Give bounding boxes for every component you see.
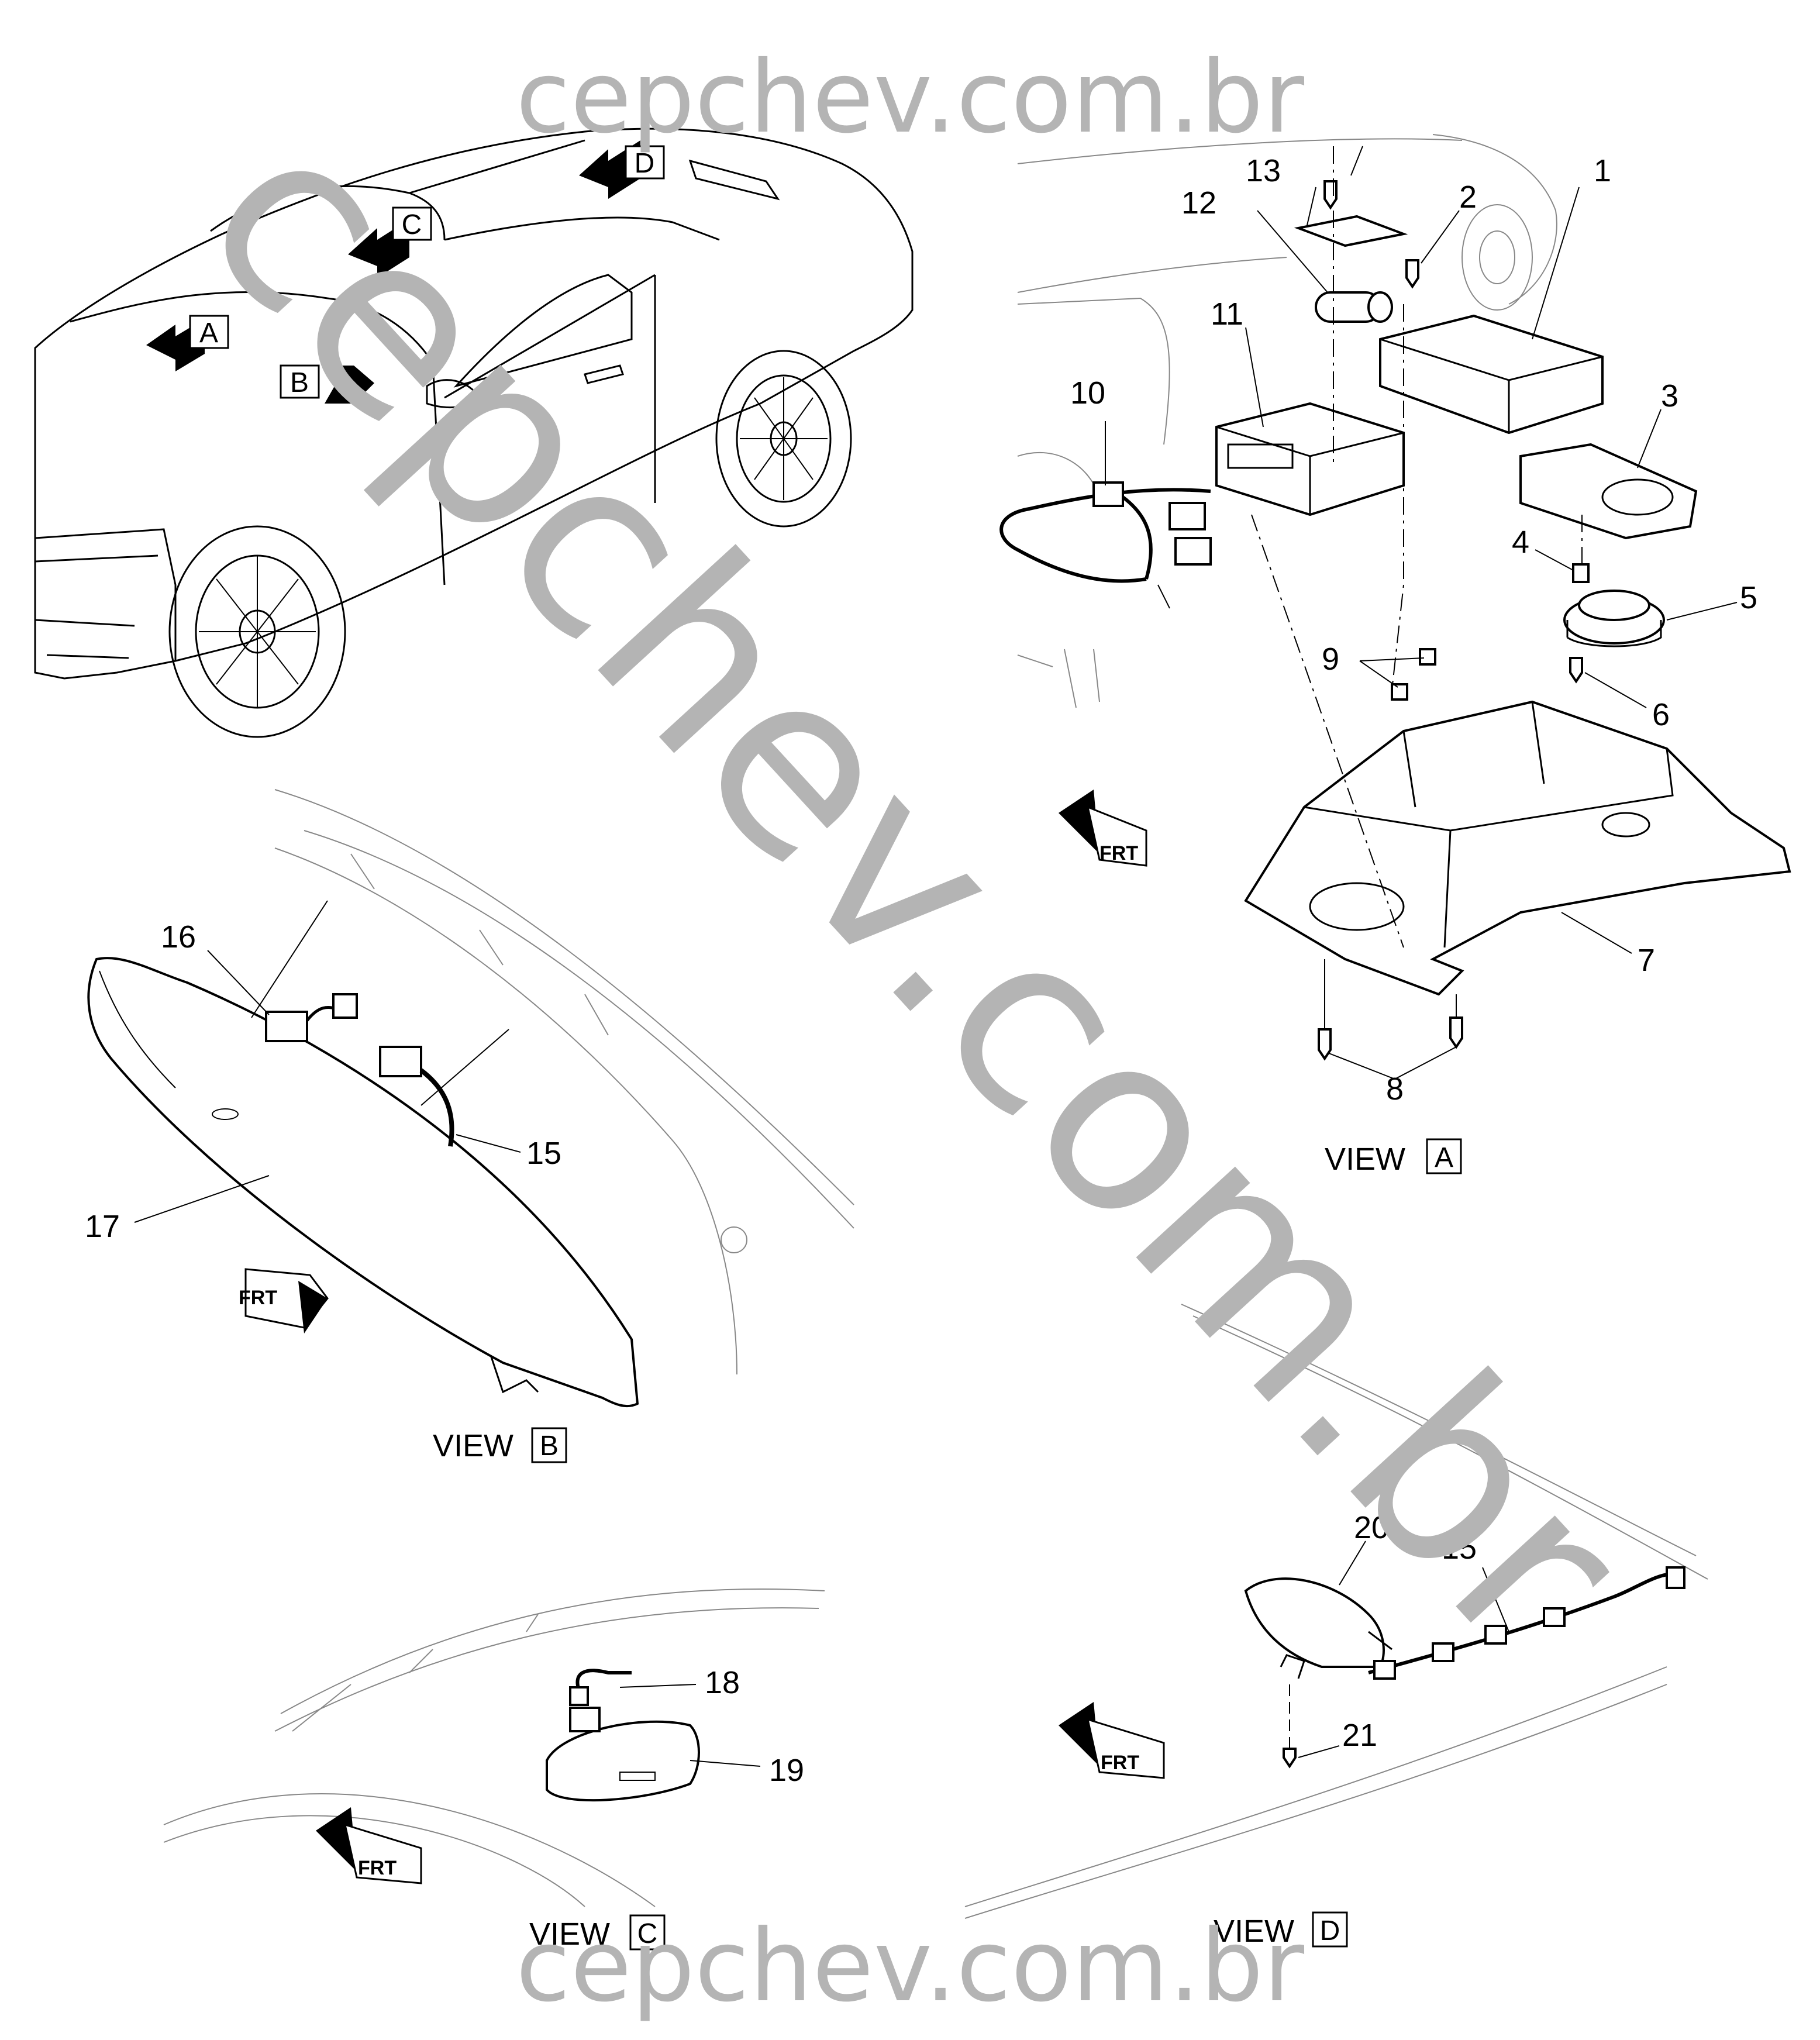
view-d-diagram: FRT 20 15 21 VIEW D — [964, 1304, 1708, 1949]
arrow-c-letter: C — [402, 209, 422, 240]
part-21-screw — [1283, 1748, 1297, 1769]
svg-text:C: C — [637, 1918, 658, 1949]
callout-16: 16 — [161, 919, 196, 954]
callout-15-view-b: 15 — [526, 1136, 561, 1171]
callout-19: 19 — [769, 1753, 804, 1788]
part-18-wire — [569, 1669, 632, 1706]
view-arrow-a: A — [146, 315, 229, 371]
callout-3: 3 — [1661, 378, 1678, 413]
part-10-harness — [999, 481, 1212, 583]
front-wheel — [168, 525, 346, 738]
callout-2: 2 — [1459, 180, 1477, 215]
frt-label-d: FRT — [1101, 1752, 1139, 1774]
frt-label-c: FRT — [358, 1857, 397, 1879]
view-c-diagram: FRT 18 19 VIEW C — [163, 1588, 825, 1952]
frt-label-a: FRT — [1099, 842, 1138, 864]
part-8-screw-b — [1449, 1016, 1463, 1049]
part-2-screw — [1405, 259, 1419, 289]
callout-21: 21 — [1342, 1718, 1377, 1753]
part-5-speaker — [1563, 590, 1665, 647]
callout-13: 13 — [1246, 153, 1281, 188]
callout-7: 7 — [1638, 943, 1655, 978]
frt-label-b: FRT — [239, 1287, 277, 1309]
top-screw — [1323, 180, 1338, 210]
svg-text:A: A — [1435, 1142, 1453, 1173]
view-b-label: VIEW B — [433, 1427, 567, 1463]
view-c-label: VIEW C — [529, 1914, 666, 1952]
callout-10: 10 — [1070, 375, 1105, 411]
view-arrow-b: B — [280, 364, 374, 404]
part-17-trim-panel — [87, 957, 639, 1408]
callout-6: 6 — [1652, 697, 1670, 732]
part-9-clip-b — [1419, 648, 1436, 666]
svg-text:D: D — [1320, 1915, 1340, 1946]
view-a-diagram: FRT 1 2 3 4 5 6 7 8 9 10 11 12 13 VIEW A — [999, 134, 1791, 1177]
part-3-bracket — [1519, 443, 1698, 540]
part-1-tray — [1379, 314, 1604, 435]
arrow-a-letter: A — [199, 318, 218, 349]
svg-text:VIEW: VIEW — [529, 1917, 610, 1952]
part-7-console — [1244, 700, 1791, 996]
arrow-b-letter: B — [290, 367, 309, 398]
part-9-clip-a — [1391, 683, 1408, 701]
part-11-module — [1215, 402, 1405, 516]
part-6-screw — [1569, 657, 1583, 684]
part-8-screw-a — [1318, 1028, 1332, 1061]
callout-8: 8 — [1386, 1071, 1404, 1107]
frt-indicator-b: FRT — [239, 1268, 329, 1333]
rear-wheel — [715, 350, 852, 528]
part-20-antenna-fin — [1244, 1577, 1392, 1679]
car-overview: A B C D — [34, 128, 914, 738]
view-arrow-c: C — [348, 206, 432, 278]
callout-20: 20 — [1354, 1510, 1389, 1545]
callout-15-view-d: 15 — [1442, 1531, 1477, 1566]
callout-18: 18 — [705, 1665, 740, 1700]
part-19-mirror — [546, 1707, 700, 1802]
svg-text:B: B — [540, 1431, 559, 1462]
view-a-label: VIEW A — [1325, 1138, 1462, 1177]
svg-text:VIEW: VIEW — [1214, 1914, 1294, 1949]
callout-5: 5 — [1740, 580, 1757, 615]
part-15-harness-d — [1368, 1566, 1685, 1680]
callout-1: 1 — [1594, 153, 1611, 188]
part-16-connector — [265, 993, 358, 1042]
view-d-label: VIEW D — [1214, 1911, 1348, 1949]
svg-text:VIEW: VIEW — [433, 1428, 513, 1463]
frt-indicator-a: FRT — [1059, 790, 1147, 867]
view-arrow-d: D — [579, 140, 665, 199]
watermark-top: cepchev.com.br — [516, 40, 1304, 156]
callout-12: 12 — [1181, 185, 1216, 220]
view-b-diagram: FRT 16 15 17 VIEW B — [85, 789, 854, 1463]
part-4-clip — [1572, 563, 1590, 583]
part-12-cylinder — [1315, 291, 1393, 323]
callout-9: 9 — [1322, 642, 1339, 677]
frt-indicator-c: FRT — [316, 1807, 422, 1884]
watermark-bottom: cepchev.com.br — [516, 1908, 1304, 2024]
svg-text:VIEW: VIEW — [1325, 1142, 1405, 1177]
callout-4: 4 — [1512, 525, 1529, 560]
arrow-d-letter: D — [635, 148, 655, 179]
part-15-cable-b — [379, 1046, 454, 1147]
frt-indicator-d: FRT — [1059, 1702, 1165, 1779]
callout-17: 17 — [85, 1209, 120, 1244]
callout-11: 11 — [1211, 297, 1243, 332]
part-13-bracket — [1294, 215, 1408, 247]
